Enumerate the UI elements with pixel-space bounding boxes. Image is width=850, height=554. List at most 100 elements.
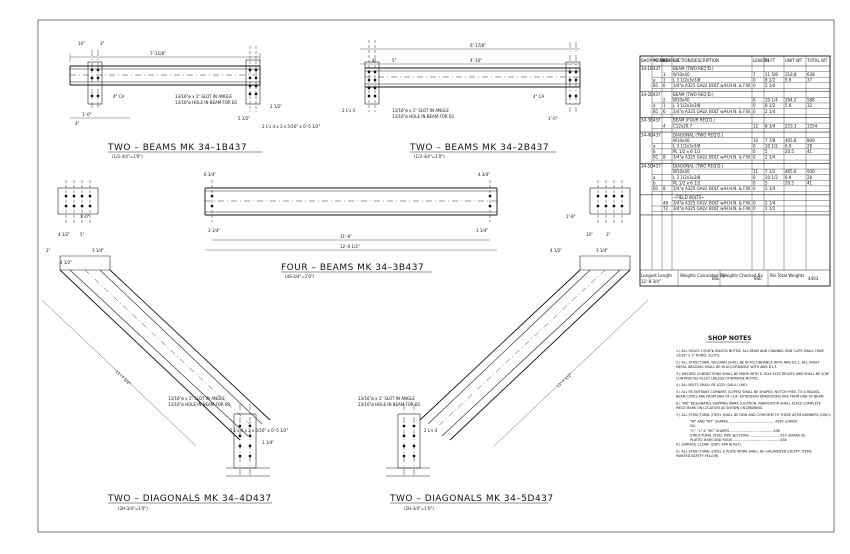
bom-group-mark: 34-3B437 [641,118,661,123]
bom-cell: 41 [807,180,813,185]
bom-cell: 638 [807,72,815,77]
dim-length-5: 11'-7 1/2" [555,372,573,389]
bom-cell: 7 1/2 [765,169,776,174]
bom-cell: a [653,143,656,148]
dim-overall-3: 12'-0 1/2" [340,244,360,249]
bom-cell: 7 7/8 [765,138,776,143]
bom-cell: L 3 1/2x3x3/8 [673,143,701,148]
bom-cell: W10x40 [673,72,690,77]
bom-cell: 3/4"ø A325 GALV. BOLT w/H.H.N. & F.W. [673,186,751,191]
bom-cell: 28 [807,143,813,148]
bom-cell: B1 [653,155,659,160]
bom-cell: 5 [765,149,768,154]
bom-cell: 37 [807,77,813,82]
view-scale-5: (2H-3/4"=1'0") [404,506,434,511]
bom-cell: 1554 [807,123,818,128]
view-scale-1: (1/2-3/4"=1'0") [112,154,143,159]
bom-header-cell: NO PC'S [663,58,680,63]
bom-cell: b [653,149,656,154]
bom-cell: 8 1/2 [765,103,776,108]
dim-left-3: 6 3/4" [204,172,216,177]
bom-cell: W10x40 [673,169,690,174]
bom-cell: 10 [753,138,759,143]
dim-right-1: 3" [100,41,105,46]
shop-note-line: CONTINUOUS FILLET UNLESS OTHERWISE NOTED… [676,376,759,380]
bom-cell: a [653,175,656,180]
bom-header-cell: UNIT WT [785,58,803,63]
dim-d-4: 2" [46,248,51,253]
view-beam-1b437: 7'-11/8" 10" 3" 1'-0" 4" 4" CA 5 1/2" 2 … [69,41,320,159]
bom-cell: 11 5/8 [765,72,778,77]
bom-cell: 1 [663,77,666,82]
view-title-2: TWO – BEAMS MK 34–2B437 [409,143,549,153]
bom-footer-text: 12'-8 3/4" [641,279,661,284]
bom-header-cell: SHOP MARK [641,58,665,63]
bom-cell: W10x40 [673,138,690,143]
bom-footer-text: Weights Calculated By [680,273,726,278]
bom-group-title: ~FIELD BOLTS~ [673,195,705,200]
bom-footer-text: 4403 [808,276,819,281]
bom-cell: 6 [663,83,666,88]
bom-cell: 6.9 [785,175,792,180]
dim-b-3: 3 1/4" [476,228,488,233]
shop-note-line: 4.) ALL BOLTS SHALL BE A325 (GALV.) UNO. [676,383,748,387]
bom-cell: 0 [753,77,756,82]
bom-cell: 588 [807,98,815,103]
callout-5: 2 L's 4 [424,428,438,433]
dim-a-5: 1'-8" [566,214,576,219]
dim-e-5: 3 1/4" [596,248,608,253]
bom-cell: 930 [807,169,815,174]
bom-cell: 0 [753,155,756,160]
bom-header-cell: IN [765,58,769,63]
slot-note-4a: 13/16"ø x 1" SLOT IN ANGLE [168,396,225,401]
bom-cell: b [653,180,656,185]
bom-footer-text: BSL [754,276,762,281]
dim-e-4: 3 1/4" [92,248,104,253]
shop-note-line: "C", "L" & "MC" SHAPES .................… [690,429,780,433]
bom-cell: a [653,77,656,82]
bom-cell: 72 [663,206,669,211]
bom-footer-text: Weights Checked By [722,273,763,278]
bom-cell: L 3 1/2x3x3/8 [673,175,701,180]
shop-note-line: METAL WELDING SHALL BE IN ACCORDANCE WIT… [676,365,777,369]
bom-cell: 0 [753,201,756,206]
bom-cell: 8 [663,155,666,160]
view-title-5: TWO – DIAGONALS MK 34–5D437 [389,494,554,504]
bom-cell: 2 1/4 [765,201,776,206]
bom-footer-text: Longest Length [641,273,672,278]
bom-group-mark: 34-4D437 [641,132,661,137]
shop-note-line: 1.) ALL HOLES 13/16"ø UNLESS NOTED. ALL … [676,349,824,353]
dim-c-4: 5" [80,232,85,237]
bom-cell: 5 [765,180,768,185]
dim-length-4: 11'-7 1/2" [114,369,132,386]
view-title-4: TWO – DIAGONALS MK 34–4D437 [107,494,272,504]
shop-note-line: 2.) ALL STRUCTURAL WELDING SHALL BE IN A… [676,360,821,364]
bom-cell: W10x40 [673,98,690,103]
bom-group-mark: 34-5D437 [641,164,661,169]
angle-note-2: 4" CA [533,94,544,99]
bom-cell: L 3 1/2x3x3/8 [673,77,701,82]
bom-cell: 2 [663,98,666,103]
view-diagonal-5d437: 1'-8" 10" 3" 4 1/2" 3 1/4" 11'-7 1/2" 13… [358,180,649,511]
dim-d-1: 2 1/2" [270,104,282,109]
view-title-3: FOUR – BEAMS MK 34–3B437 [281,263,424,273]
bom-cell: 318.8 [785,72,797,77]
dim-b-4: 4 1/2" [58,232,70,237]
slot-note-4b: 13/16"ø HOLE IN BEAM FOR B1 [168,402,231,407]
bom-cell: C12x20.7 [673,123,693,128]
bom-cell: 0 [753,206,756,211]
dim-overall-1: 7'-11/8" [150,51,166,56]
slot-note-1a: 13/16"ø x 1" SLOT IN ANGLE [175,94,232,99]
dim-a-3: 3 1/4" [208,228,220,233]
view-scale-3: (4S-3/4"=1'0") [285,274,315,279]
slot-note-2a: 13/16"ø x 1" SLOT IN ANGLE [392,108,449,113]
bom-cell: 20.5 [785,149,794,154]
bom-cell: 4 [663,123,666,128]
bom-cell: 0 [753,149,756,154]
bom-cell: 20.5 [785,180,794,185]
shop-note-line: 5.) ALL RE-ENTRANT CORNERS (COPES) SHALL… [676,390,820,394]
dim-a-2: 4" [372,58,377,63]
bom-cell: 10 1/2 [765,175,778,180]
bom-cell: 8 3/4 [765,123,776,128]
